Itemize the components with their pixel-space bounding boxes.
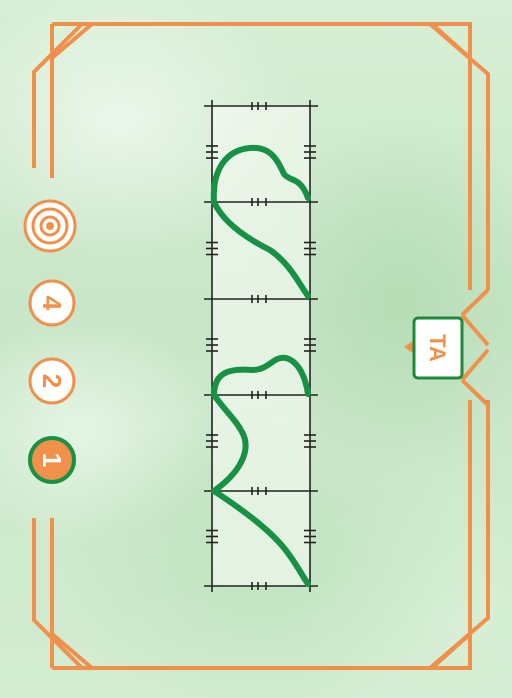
card-frame bbox=[32, 22, 490, 670]
marker-2-label: 2 bbox=[37, 374, 67, 388]
marker-number-2: 2 bbox=[28, 357, 76, 405]
marker-target bbox=[23, 199, 77, 253]
track-curve-upper bbox=[210, 144, 311, 205]
marker-4-label: 4 bbox=[37, 296, 67, 311]
marker-number-1: 1 bbox=[28, 436, 76, 484]
track-curve-lower-mid bbox=[211, 392, 249, 494]
track-curve-bottom bbox=[211, 488, 311, 587]
track-curve-upper-lower bbox=[211, 199, 311, 299]
ta-tag: TA bbox=[404, 316, 464, 380]
marker-number-4: 4 bbox=[28, 279, 76, 327]
target-icon bbox=[31, 207, 69, 245]
marker-1-label: 1 bbox=[37, 453, 67, 467]
track-curve-lower bbox=[211, 354, 311, 398]
tag-label: TA bbox=[425, 334, 450, 362]
track-lines bbox=[210, 144, 311, 587]
track-grid bbox=[204, 100, 318, 592]
